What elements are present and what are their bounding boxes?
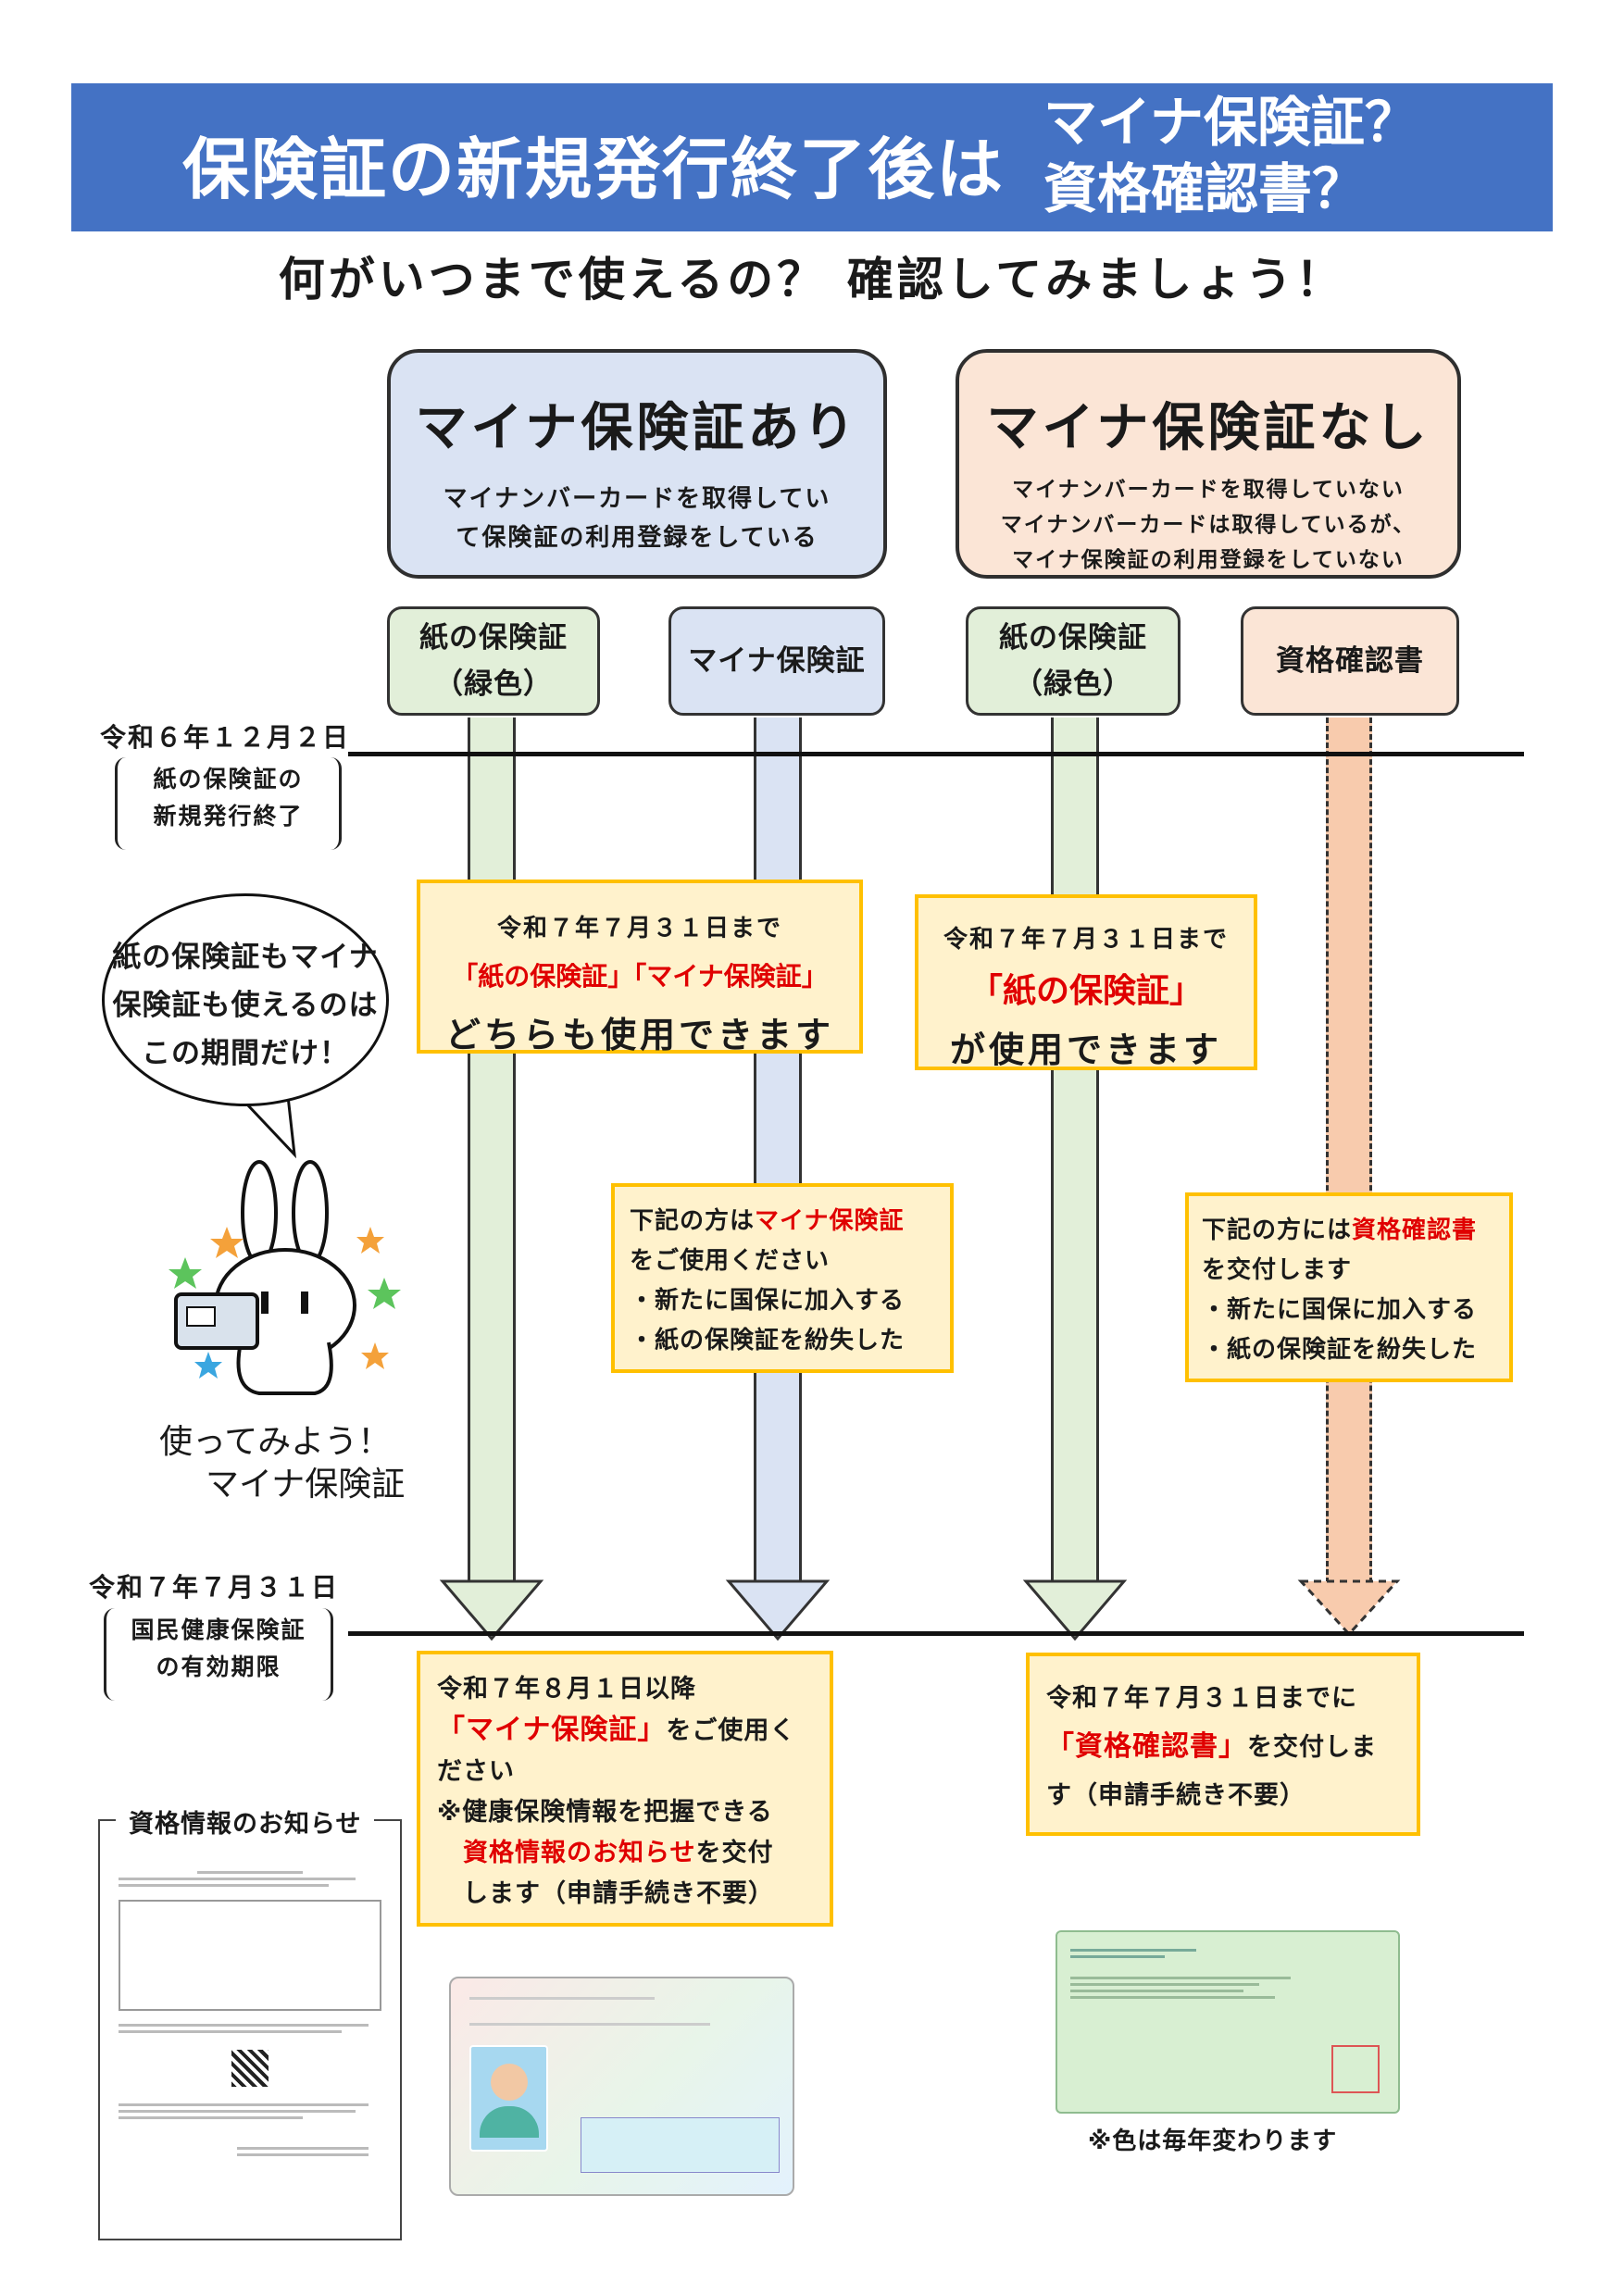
mascot-caption: 使ってみよう！ マイナ保険証 (159, 1421, 405, 1506)
box-both-line3: どちらも使用できます (444, 1015, 834, 1055)
after-myna-line2: をご使用く (666, 1716, 796, 1745)
after-myna-highlight: 「マイナ保険証」 (437, 1714, 667, 1746)
timeline-line-2 (348, 1631, 1524, 1636)
arrow-shaft-myna (754, 718, 802, 1583)
box-with-myna: マイナ保険証あり マイナンバーカードを取得してい て保険証の利用登録をしている (387, 349, 887, 579)
col-myna-header: マイナ保険証 (668, 606, 885, 716)
myna-note-line4: ・紙の保険証を紛失した (630, 1327, 906, 1354)
timeline-note-1: 紙の保険証の 新規発行終了 (115, 757, 342, 850)
box-without-desc-2: マイナンバーカードは取得しているが、 (1000, 513, 1417, 537)
box-without-desc-1: マイナンバーカードを取得していない (1012, 478, 1405, 502)
timeline-date-1: 令和６年１２月２日 (100, 722, 351, 753)
arrow-shaft-shikaku (1326, 718, 1372, 1583)
arrow-head-paper1 (439, 1579, 544, 1641)
myna-note-line3: ・新たに国保に加入する (630, 1287, 906, 1315)
speech-bubble: 紙の保険証もマイナ 保険証も使えるのは この期間だけ！ (102, 893, 389, 1106)
shikaku-note-line4: ・紙の保険証を紛失した (1202, 1336, 1478, 1364)
shikaku-note-prefix: 下記の方には (1202, 1217, 1353, 1244)
arrow-shaft-paper2 (1051, 718, 1099, 1583)
arrow-head-paper2 (1022, 1579, 1128, 1641)
myna-note-line2: をご使用ください (630, 1247, 831, 1275)
arrow-head-shikaku (1297, 1579, 1401, 1637)
timeline-note-1-line2: 新規発行終了 (153, 803, 304, 830)
my-number-card-image (449, 1977, 794, 2196)
col-paper1-header: 紙の保険証 （緑色） (387, 606, 600, 716)
timeline-note-2-line1: 国民健康保険証 (131, 1616, 306, 1643)
box-both-line1: 令和７年７月３１日まで (496, 915, 782, 942)
timeline-line-1 (348, 752, 1524, 756)
box-without-desc: マイナンバーカードを取得していない マイナンバーカードは取得しているが、 マイナ… (959, 472, 1457, 578)
bubble-line1: 紙の保険証もマイナ (112, 941, 379, 974)
box-both-line2: 「紙の保険証」「マイナ保険証」 (452, 961, 828, 992)
after-myna-line4: ※健康保険情報を把握できる (437, 1798, 773, 1827)
title-banner: 保険証の新規発行終了後は マイナ保険証？ 資格確認書？ (71, 83, 1553, 231)
mascot-caption-2: マイナ保険証 (206, 1466, 406, 1504)
box-without-desc-3: マイナ保険証の利用登録をしていない (1012, 548, 1405, 572)
arrow-shaft-paper1 (468, 718, 516, 1583)
bubble-line2: 保険証も使えるのは (112, 989, 379, 1022)
box-both-usable: 令和７年７月３１日まで 「紙の保険証」「マイナ保険証」 どちらも使用できます (417, 880, 863, 1055)
col-paper2-sub: （緑色） (1014, 668, 1132, 701)
box-without-heading: マイナ保険証なし (986, 398, 1430, 458)
after-myna-notice-highlight: 資格情報のお知らせ (463, 1839, 696, 1867)
box-after-myna: 令和７年８月１日以降 「マイナ保険証」をご使用く ださい ※健康保険情報を把握で… (417, 1651, 833, 1927)
arrow-head-myna (725, 1579, 831, 1641)
box-without-myna: マイナ保険証なし マイナンバーカードを取得していない マイナンバーカードは取得し… (956, 349, 1461, 579)
col-paper1-label: 紙の保険証 (419, 621, 568, 655)
myna-note-prefix: 下記の方は (630, 1207, 756, 1235)
box-paper-line1: 令和７年７月３１日まで (943, 926, 1229, 954)
card-color-note: ※色は毎年変わります (1088, 2128, 1338, 2155)
after-shikaku-line2: を交付しま (1247, 1733, 1377, 1762)
banner-title-right-2: 資格確認書？ (1043, 157, 1367, 220)
shikaku-note-line3: ・新たに国保に加入する (1202, 1296, 1478, 1324)
shikaku-note-highlight: 資格確認書 (1352, 1217, 1478, 1244)
banner-title-right-1: マイナ保険証？ (1043, 91, 1418, 154)
timeline-note-2: 国民健康保険証 の有効期限 (104, 1608, 333, 1701)
box-after-shikaku: 令和７年７月３１日までに 「資格確認書」を交付しま す（申請手続き不要） (1026, 1653, 1420, 1836)
box-with-desc: マイナンバーカードを取得してい て保険証の利用登録をしている (391, 480, 883, 557)
rabbit-mascot-icon (169, 1160, 401, 1395)
after-shikaku-highlight: 「資格確認書」 (1046, 1730, 1247, 1763)
col-paper2-header: 紙の保険証 （緑色） (966, 606, 1181, 716)
after-shikaku-line3: す（申請手続き不要） (1046, 1781, 1305, 1810)
box-with-heading: マイナ保険証あり (415, 398, 859, 458)
myna-note-highlight: マイナ保険証 (755, 1207, 905, 1235)
timeline-note-1-line1: 紙の保険証の (153, 766, 304, 792)
shikaku-note-line2: を交付します (1202, 1256, 1353, 1284)
qr-code-icon (231, 2050, 269, 2087)
box-paper-line3: が使用できます (949, 1029, 1222, 1070)
bubble-line3: この期間だけ！ (142, 1037, 349, 1070)
col-shikaku-header: 資格確認書 (1241, 606, 1459, 716)
after-myna-line3: ださい (437, 1757, 515, 1786)
page-subtitle: 何がいつまで使えるの？ 確認してみましょう！ (278, 253, 1346, 306)
box-shikaku-note: 下記の方には資格確認書 を交付します ・新たに国保に加入する ・紙の保険証を紛失… (1185, 1192, 1513, 1382)
box-myna-note: 下記の方はマイナ保険証 をご使用ください ・新たに国保に加入する ・紙の保険証を… (611, 1183, 954, 1373)
notice-document-image (98, 1819, 402, 2240)
box-with-desc-2: て保険証の利用登録をしている (456, 524, 818, 552)
box-paper-line2: 「紙の保険証」 (968, 972, 1203, 1010)
card-photo-icon (469, 2045, 548, 2152)
seal-stamp-icon (1331, 2045, 1380, 2093)
banner-title: 保険証の新規発行終了後は (182, 131, 1006, 208)
col-paper2-label: 紙の保険証 (999, 621, 1147, 655)
notice-label: 資格情報のお知らせ (116, 1803, 375, 1840)
box-paper-usable: 令和７年７月３１日まで 「紙の保険証」 が使用できます (915, 894, 1257, 1070)
after-myna-line6: します（申請手続き不要） (463, 1879, 774, 1908)
after-shikaku-line1: 令和７年７月３１日までに (1046, 1684, 1357, 1713)
box-with-desc-1: マイナンバーカードを取得してい (443, 485, 831, 513)
after-myna-line5: を交付 (695, 1839, 774, 1867)
paper-insurance-card-image (1056, 1930, 1400, 2114)
mascot-caption-1: 使ってみよう！ (159, 1423, 392, 1461)
timeline-note-2-line2: の有効期限 (156, 1653, 281, 1680)
col-paper1-sub: （緑色） (434, 668, 553, 701)
banner-title-right: マイナ保険証？ 資格確認書？ (1043, 89, 1418, 222)
timeline-date-2: 令和７年７月３１日 (89, 1572, 340, 1603)
after-myna-line1: 令和７年８月１日以降 (437, 1675, 696, 1703)
